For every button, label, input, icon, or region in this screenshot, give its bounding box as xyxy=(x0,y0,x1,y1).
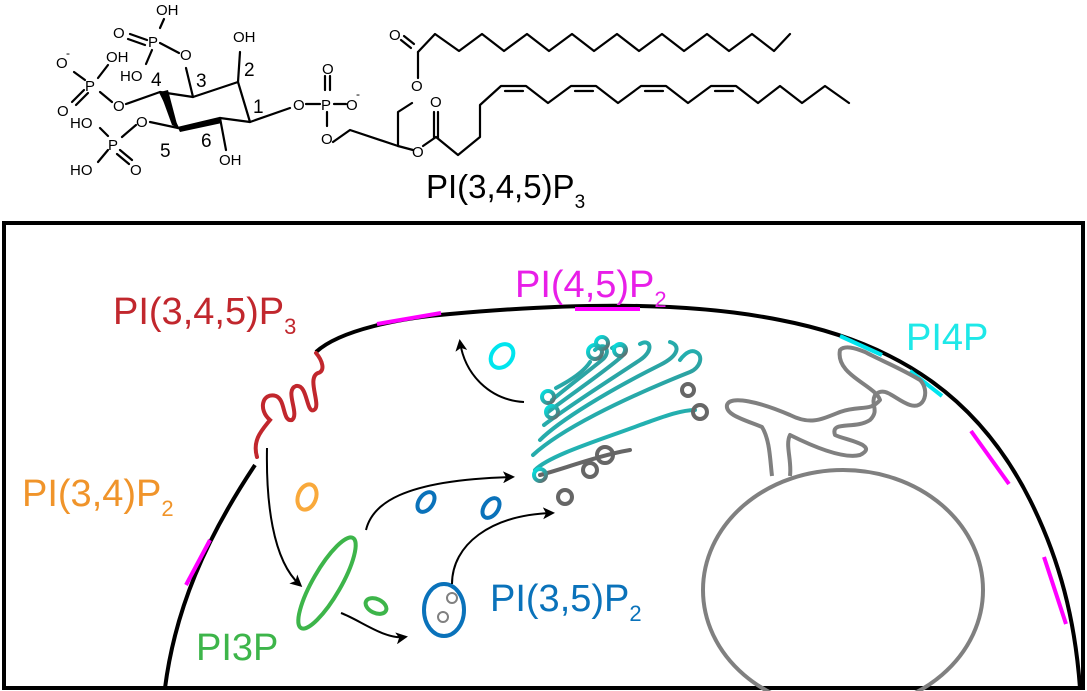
atom-o: O xyxy=(322,61,334,78)
atom-o: O xyxy=(113,25,125,42)
atom-o: O xyxy=(57,103,69,120)
panel-border xyxy=(2,221,1085,690)
atom-p: P xyxy=(321,97,331,114)
atom-o-minus: O xyxy=(346,97,358,114)
ring-position-5: 5 xyxy=(160,141,171,162)
pip3-chemical-structure: 2 1 3 4 5 6 OH OH O P OH O HO O P OH O -… xyxy=(56,2,851,213)
pi3p-vesicle xyxy=(363,596,389,616)
arrow-golgi-to-membrane xyxy=(455,339,525,403)
pi35p2-vesicle xyxy=(415,490,437,514)
c6-hydroxyl: OH xyxy=(219,152,242,169)
label-pi34p2: PI(3,4)P2 xyxy=(22,473,174,521)
atom-o: O xyxy=(130,162,142,179)
atom-o: O xyxy=(389,27,401,44)
nucleus xyxy=(701,468,985,691)
pi3p-endosome xyxy=(296,535,358,631)
intraluminal-vesicle xyxy=(437,611,449,623)
atom-o: O xyxy=(293,97,305,114)
endoplasmic-reticulum xyxy=(724,345,928,477)
ring-position-2: 2 xyxy=(244,60,255,81)
arrow-membrane-to-endosome xyxy=(265,447,303,588)
ring-position-3: 3 xyxy=(196,71,207,92)
label-pi4p: PI4P xyxy=(906,317,988,359)
label-pi45p2: PI(4,5)P2 xyxy=(515,264,667,312)
pi35p2-lysosome xyxy=(422,582,466,638)
pi35p2-vesicle xyxy=(480,496,502,520)
atom-oh: OH xyxy=(156,2,179,19)
cell-diagram-panel: PI(3,4,5)P3 PI(4,5)P2 PI4P PI(3,4)P2 PI3… xyxy=(2,221,1085,691)
label-pi3p: PI3P xyxy=(196,627,278,669)
arrow-endosome-to-lysosome xyxy=(340,612,408,645)
atom-p: P xyxy=(148,34,158,51)
charge-minus: - xyxy=(66,46,70,60)
atom-o: O xyxy=(430,94,442,111)
atom-p: P xyxy=(108,137,118,154)
ring-position-4: 4 xyxy=(151,70,162,91)
ring-position-6: 6 xyxy=(201,131,212,152)
pip3-membrane-ruffle xyxy=(253,351,325,459)
structure-title: PI(3,4,5)P3 xyxy=(426,168,585,213)
intraluminal-vesicle xyxy=(446,592,458,604)
atom-o: O xyxy=(411,78,423,95)
plasma-membrane xyxy=(163,303,1082,689)
atom-o: O xyxy=(321,131,333,148)
pi4p-vesicle xyxy=(488,342,516,370)
label-pi35p2: PI(3,5)P2 xyxy=(490,578,642,626)
atom-o: O xyxy=(180,47,192,64)
atom-o: O xyxy=(412,144,424,161)
charge-minus: - xyxy=(356,87,360,101)
c2-hydroxyl: OH xyxy=(233,29,256,46)
label-pip3: PI(3,4,5)P3 xyxy=(113,291,296,339)
arrow-endosome-to-golgi xyxy=(365,471,515,531)
atom-o: O xyxy=(113,98,125,115)
atom-p: P xyxy=(85,78,95,95)
trafficking-arrows xyxy=(265,339,555,645)
atom-o-minus: O xyxy=(56,55,68,72)
arrow-lysosome-to-golgi xyxy=(451,507,555,585)
atom-ho: HO xyxy=(70,115,93,132)
golgi-apparatus xyxy=(531,335,709,506)
inositol-ring xyxy=(124,50,292,152)
pi34p2-vesicle xyxy=(295,482,319,512)
atom-o: O xyxy=(136,114,148,131)
ring-position-1: 1 xyxy=(253,97,264,118)
atom-ho: HO xyxy=(70,162,93,179)
atom-oh: OH xyxy=(106,49,129,66)
atom-ho: HO xyxy=(120,68,143,85)
